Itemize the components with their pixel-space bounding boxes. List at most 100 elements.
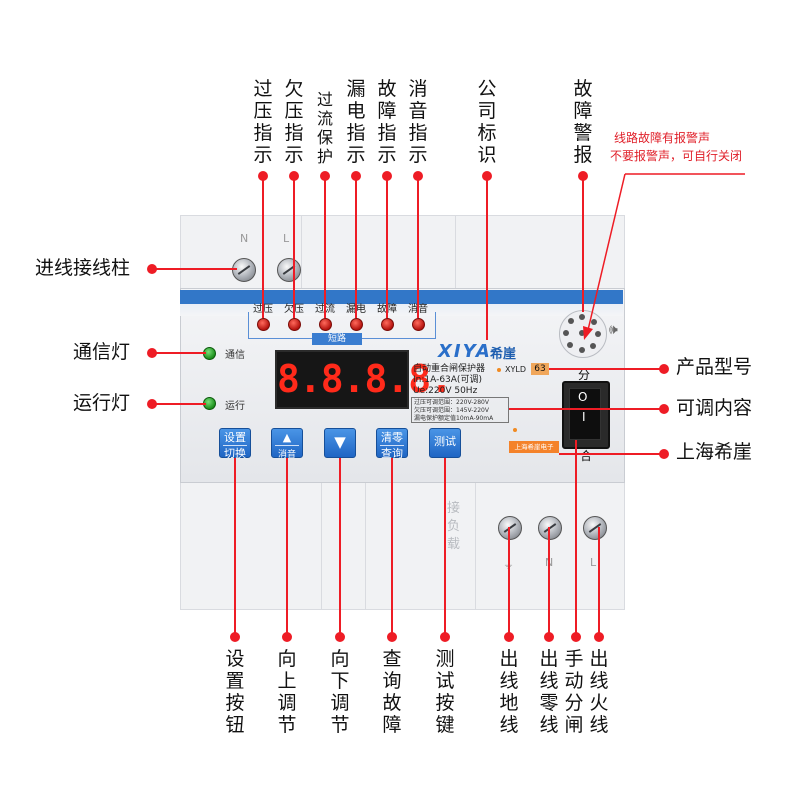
test-button[interactable]: 测试 [429, 428, 461, 458]
callout-dot [594, 632, 604, 642]
set-switch-button[interactable]: 设置切换 [219, 428, 251, 460]
spec-line-under-voltage: 欠压可调范围：145V-220V [414, 407, 489, 414]
callout-line [509, 408, 663, 410]
callout-dot [659, 364, 669, 374]
label-company-logo: 公司标识 [477, 78, 497, 166]
down-button[interactable]: ▼ [324, 428, 356, 458]
output-terminal-ground [498, 516, 522, 540]
alarm-note-line-2: 不要报警声，可自行关闭 [610, 149, 743, 163]
buzzer-hole [590, 343, 596, 349]
callout-line [549, 368, 663, 370]
callout-dot [440, 632, 450, 642]
output-terminal-live [583, 516, 607, 540]
short-circuit-tag: 短路 [312, 333, 362, 345]
callout-line [151, 352, 206, 354]
label-fault-alarm: 故障警报 [573, 78, 593, 166]
label-manual-open: 手动分闸 [564, 648, 584, 736]
label-down-button: 向下调节 [330, 648, 350, 736]
input-terminal-n [232, 258, 256, 282]
callout-line [444, 458, 446, 636]
callout-line [262, 176, 264, 318]
up-button-bottom: 消音 [277, 450, 296, 460]
input-l-mark: L [283, 232, 290, 245]
up-mute-button[interactable]: ▲ 消音 [271, 428, 303, 460]
label-test-key: 测试按键 [435, 648, 455, 736]
set-button-top: 设置 [224, 431, 246, 444]
buzzer-hole [579, 330, 585, 336]
label-leakage: 漏电指示 [346, 78, 366, 166]
clear-button-top: 清零 [381, 431, 403, 444]
label-out-live: 出线火线 [589, 648, 609, 736]
label-out-ground: 出线地线 [499, 648, 519, 736]
callout-line [355, 176, 357, 318]
model-number-tag: 63 [531, 363, 549, 375]
model-prefix: XYLD [505, 365, 526, 374]
up-arrow-icon: ▲ [282, 431, 292, 444]
device-lower-rail-right [475, 478, 625, 610]
buzzer-hole [595, 331, 601, 337]
alarm-note-pointer [583, 173, 745, 340]
buzzer-hole [579, 347, 585, 353]
company-logo-cn: 希崖 [490, 347, 517, 362]
switch-i-mark: I [582, 410, 586, 424]
callout-line [582, 176, 584, 312]
callout-line [559, 453, 663, 455]
callout-dot [571, 632, 581, 642]
output-live-mark: L [590, 556, 597, 569]
switch-o-mark: O [578, 390, 588, 404]
input-n-mark: N [240, 232, 249, 245]
callout-dot [544, 632, 554, 642]
manual-rocker-switch[interactable] [569, 388, 601, 440]
led-over-voltage [257, 318, 270, 331]
clear-query-button[interactable]: 清零查询 [376, 428, 408, 460]
model-dot [497, 368, 501, 372]
callout-line [486, 176, 488, 340]
rating-voltage: Ue:220V 50Hz [413, 386, 478, 396]
callout-dot [387, 632, 397, 642]
callout-line [598, 527, 600, 636]
callout-line [508, 527, 510, 636]
callout-dot [504, 632, 514, 642]
speaker-icon: 🕪 [609, 322, 618, 338]
device-lower-rail-center [365, 478, 477, 610]
switch-on-label: 合 [580, 449, 593, 463]
label-run-light: 运行灯 [73, 392, 131, 414]
load-side-text: 接负载 [447, 501, 461, 552]
callout-line [575, 440, 577, 636]
label-brand: 上海希崖 [676, 441, 753, 463]
set-button-bottom: 切换 [224, 447, 246, 460]
label-fault: 故障指示 [377, 78, 397, 166]
label-up-button: 向上调节 [277, 648, 297, 736]
label-comm-light: 通信灯 [73, 341, 131, 363]
callout-dot [282, 632, 292, 642]
led-over-current [319, 318, 332, 331]
label-mute: 消音指示 [408, 78, 428, 166]
seven-segment-display: 8.8.8.8. [275, 350, 453, 409]
switch-off-label: 分 [578, 368, 591, 382]
spec-line-leakage: 漏电保护额定值10mA-90mA [414, 415, 494, 422]
label-over-voltage: 过压指示 [253, 78, 273, 166]
callout-dot [335, 632, 345, 642]
buzzer-hole [563, 330, 569, 336]
rating-current: In:1A-63A(可调) [413, 375, 482, 385]
spec-line-over-voltage: 过压可调范围：220V-280V [414, 399, 489, 406]
callout-dot [147, 348, 157, 358]
product-name: 自动重合闸保护器 [413, 364, 486, 374]
down-arrow-icon: ▼ [334, 433, 346, 451]
brand-tag: 上海希崖电子 [509, 441, 559, 453]
input-terminal-l [277, 258, 301, 282]
label-model: 产品型号 [676, 356, 753, 378]
led-leakage [350, 318, 363, 331]
label-set-button: 设置按钮 [225, 648, 245, 736]
panel-top-strip [180, 304, 623, 316]
company-logo: XIYA [438, 341, 492, 362]
alarm-note-line-1: 线路故障有报警声 [614, 131, 711, 145]
callout-line [417, 176, 419, 318]
output-terminal-neutral [538, 516, 562, 540]
label-adjustable: 可调内容 [676, 397, 753, 419]
comm-led-label: 通信 [225, 350, 245, 361]
callout-line [234, 458, 236, 636]
callout-dot [659, 449, 669, 459]
brand-dot [513, 428, 517, 432]
callout-line [339, 458, 341, 636]
